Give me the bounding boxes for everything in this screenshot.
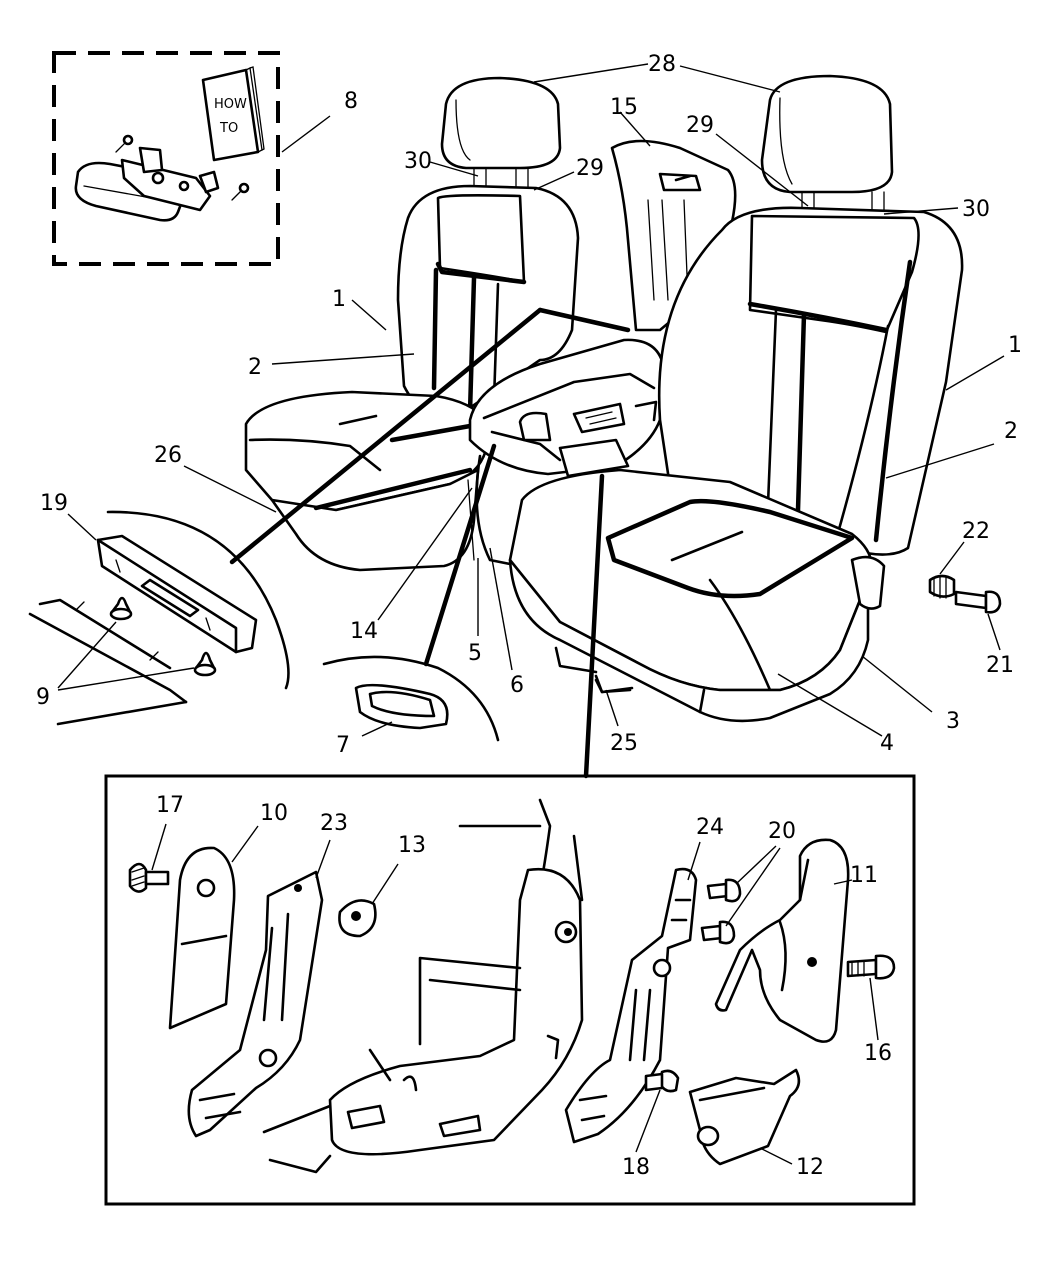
callout-16: 16 [864, 1041, 892, 1066]
left-headrest [440, 76, 562, 170]
bolt-16-icon [846, 954, 896, 980]
callout-2-left: 2 [248, 355, 262, 380]
latch-kit-icon [74, 134, 250, 222]
callout-20: 20 [768, 819, 796, 844]
kit-box: HOW TO [52, 51, 280, 266]
manual-text-line2: TO [219, 121, 238, 136]
callout-14: 14 [350, 619, 378, 644]
bolt-17-icon [128, 862, 170, 893]
recliner-detail-box [104, 473, 916, 1206]
callout-2-right: 2 [1004, 419, 1018, 444]
callout-6: 6 [510, 673, 524, 698]
callout-26: 26 [154, 443, 182, 468]
callout-21: 21 [986, 653, 1014, 678]
callout-10: 10 [260, 801, 288, 826]
callout-29-right: 29 [686, 113, 714, 138]
leader-lines [57, 63, 1005, 1165]
bolt-20-icon [700, 878, 742, 945]
callout-12: 12 [796, 1155, 824, 1180]
right-headrest [760, 74, 894, 194]
screw-icon [109, 596, 133, 621]
callout-29-left: 29 [576, 156, 604, 181]
screw-icon [193, 651, 217, 677]
callout-7: 7 [336, 733, 350, 758]
pivot-parts-21-22 [928, 574, 1002, 614]
callout-17: 17 [156, 793, 184, 818]
callout-23: 23 [320, 811, 348, 836]
callout-30-left: 30 [404, 149, 432, 174]
callout-24: 24 [696, 815, 724, 840]
how-to-manual-icon: HOW TO [201, 66, 265, 162]
callout-25: 25 [610, 731, 638, 756]
bolt-18-icon [644, 1069, 680, 1093]
detail-circle-cupholder-insert [322, 443, 500, 742]
callout-5: 5 [468, 641, 482, 666]
callout-28: 28 [648, 52, 676, 77]
callout-1-right: 1 [1008, 333, 1022, 358]
callout-3: 3 [946, 709, 960, 734]
callout-19: 19 [40, 491, 68, 516]
callout-4: 4 [880, 731, 894, 756]
callout-15: 15 [610, 95, 638, 120]
seat-foot [594, 678, 634, 694]
callout-30-right: 30 [962, 197, 990, 222]
callout-labels: 28 15 29 29 30 30 8 1 1 2 2 26 19 22 21 … [36, 52, 1022, 1180]
callout-13: 13 [398, 833, 426, 858]
callout-11: 11 [850, 863, 878, 888]
callout-18: 18 [622, 1155, 650, 1180]
detail-circle-armrest-bezel [28, 307, 631, 726]
callout-9: 9 [36, 685, 50, 710]
callout-22: 22 [962, 519, 990, 544]
callout-8: 8 [344, 89, 358, 114]
callout-1-left: 1 [332, 287, 346, 312]
center-seat [467, 139, 737, 568]
manual-text-line1: HOW [214, 97, 247, 112]
